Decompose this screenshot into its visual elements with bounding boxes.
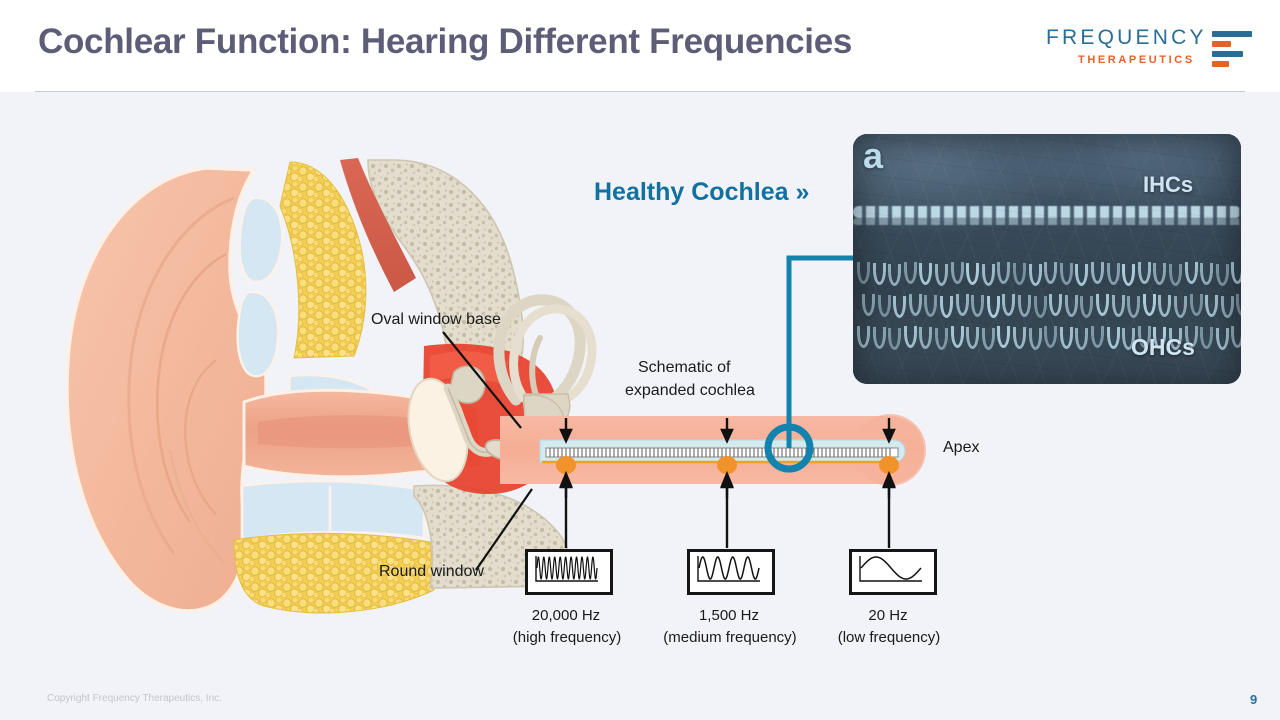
header-divider (35, 91, 1245, 92)
ohcs-label: OHCs (1131, 334, 1195, 360)
schematic-label-line1: Schematic of (638, 359, 731, 376)
page-number: 9 (1250, 692, 1258, 707)
panel-letter: a (863, 135, 884, 176)
cartilage-pocket-lower (240, 479, 426, 542)
muscle-strip (340, 158, 416, 292)
expanded-cochlea-schematic (500, 400, 940, 500)
waveform-box-medium (687, 549, 775, 595)
outer-hair-cell-row-3 (853, 326, 1241, 352)
logo-wordmark: FREQUENCY (1046, 26, 1207, 49)
waveform-box-high (525, 549, 613, 595)
waveform-box-low (849, 549, 937, 595)
inner-hair-cell-row (853, 206, 1241, 218)
frequency-value-low: 20 Hz (868, 607, 908, 624)
cartilage-pocket-2 (236, 290, 280, 378)
ihcs-label: IHCs (1143, 172, 1194, 197)
outer-hair-cell-row-2 (853, 294, 1241, 320)
copyright-text: Copyright Frequency Therapeutics, Inc. (47, 693, 222, 704)
schematic-label-line2: expanded cochlea (625, 382, 755, 399)
wave-peak-medium (717, 456, 737, 474)
wave-peak-low (879, 456, 899, 474)
frequency-descriptor-high: (high frequency) (512, 629, 622, 646)
apex-label: Apex (943, 439, 980, 456)
slide-header: Cochlear Function: Hearing Different Fre… (0, 0, 1280, 92)
outer-hair-cell-row-1 (853, 262, 1241, 288)
frequency-descriptor-medium: (medium frequency) (663, 629, 797, 646)
oval-window-label: Oval window base (371, 311, 501, 328)
pinna (65, 166, 268, 613)
logo-tagline: THERAPEUTICS (1078, 54, 1195, 66)
page-title: Cochlear Function: Hearing Different Fre… (38, 22, 853, 61)
healthy-cochlea-link[interactable]: Healthy Cochlea » (594, 178, 810, 206)
logo-bars-icon (1210, 28, 1254, 72)
cochlea-micrograph: a IHCs OHCs (853, 134, 1241, 384)
fat-lower (233, 532, 435, 614)
cartilage-upper (279, 161, 367, 359)
ear-anatomy-illustration (58, 150, 618, 630)
company-logo: FREQUENCY THERAPEUTICS (1046, 26, 1252, 74)
wave-peak-high (556, 456, 576, 474)
frequency-value-medium: 1,500 Hz (698, 607, 760, 624)
round-window-label: Round window (379, 563, 484, 580)
frequency-value-high: 20,000 Hz (531, 607, 601, 624)
cartilage-pocket-1 (238, 196, 284, 284)
frequency-descriptor-low: (low frequency) (837, 629, 941, 646)
